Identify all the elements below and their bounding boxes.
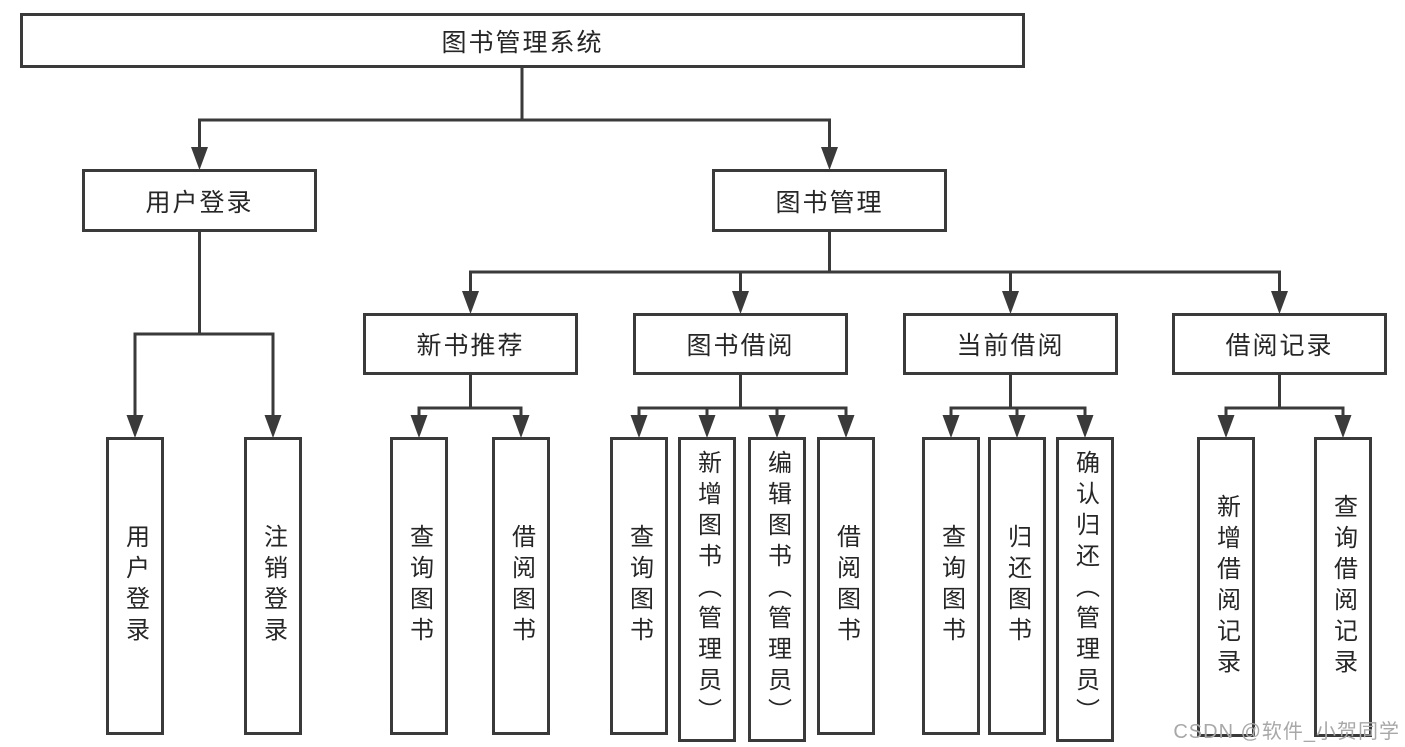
node-book-borrow-label: 图书借阅 xyxy=(686,332,795,360)
node-root: 图书管理系统 xyxy=(20,13,1025,68)
leaf-return-books: 归还图书 xyxy=(988,437,1046,735)
node-root-label: 图书管理系统 xyxy=(441,28,604,57)
leaf-recommend-query-books: 查询图书 xyxy=(390,437,448,735)
node-borrow-records-label: 借阅记录 xyxy=(1225,332,1334,360)
leaf-user-login-label: 用户登录 xyxy=(121,524,149,648)
node-new-book-recommend-label: 新书推荐 xyxy=(416,332,525,360)
leaf-logout-login-label: 注销登录 xyxy=(259,524,287,648)
node-current-borrow: 当前借阅 xyxy=(903,313,1118,375)
arrowheads xyxy=(126,147,1352,438)
leaf-add-books-admin-label: 新增图书（管理员） xyxy=(693,450,721,729)
leaf-query-borrow-record-label: 查询借阅记录 xyxy=(1329,494,1357,680)
leaf-current-query-books-label: 查询图书 xyxy=(937,524,965,648)
node-user-login: 用户登录 xyxy=(82,169,317,232)
leaf-edit-books-admin: 编辑图书（管理员） xyxy=(748,437,806,742)
leaf-add-books-admin: 新增图书（管理员） xyxy=(678,437,736,742)
leaf-borrow-query-books-label: 查询图书 xyxy=(625,524,653,648)
node-book-borrow: 图书借阅 xyxy=(633,313,848,375)
leaf-return-books-label: 归还图书 xyxy=(1003,524,1031,648)
leaf-borrow-borrow-books: 借阅图书 xyxy=(817,437,875,735)
leaf-borrow-query-books: 查询图书 xyxy=(610,437,668,735)
leaf-borrow-borrow-books-label: 借阅图书 xyxy=(832,524,860,648)
leaf-recommend-borrow-books: 借阅图书 xyxy=(492,437,550,735)
node-book-management: 图书管理 xyxy=(712,169,947,232)
node-new-book-recommend: 新书推荐 xyxy=(363,313,578,375)
node-current-borrow-label: 当前借阅 xyxy=(956,332,1065,360)
node-user-login-label: 用户登录 xyxy=(145,188,254,217)
leaf-confirm-return-admin: 确认归还（管理员） xyxy=(1056,437,1114,742)
leaf-recommend-borrow-books-label: 借阅图书 xyxy=(507,524,535,648)
leaf-user-login: 用户登录 xyxy=(106,437,164,735)
leaf-edit-books-admin-label: 编辑图书（管理员） xyxy=(763,450,791,729)
leaf-add-borrow-record-label: 新增借阅记录 xyxy=(1212,494,1240,680)
leaf-recommend-query-books-label: 查询图书 xyxy=(405,524,433,648)
leaf-logout-login: 注销登录 xyxy=(244,437,302,735)
node-book-management-label: 图书管理 xyxy=(775,188,884,217)
csdn-watermark: CSDN @软件_小贺同学 xyxy=(1173,721,1400,743)
leaf-add-borrow-record: 新增借阅记录 xyxy=(1197,437,1255,737)
leaf-confirm-return-admin-label: 确认归还（管理员） xyxy=(1071,450,1099,729)
node-borrow-records: 借阅记录 xyxy=(1172,313,1387,375)
leaf-current-query-books: 查询图书 xyxy=(922,437,980,735)
leaf-query-borrow-record: 查询借阅记录 xyxy=(1314,437,1372,737)
